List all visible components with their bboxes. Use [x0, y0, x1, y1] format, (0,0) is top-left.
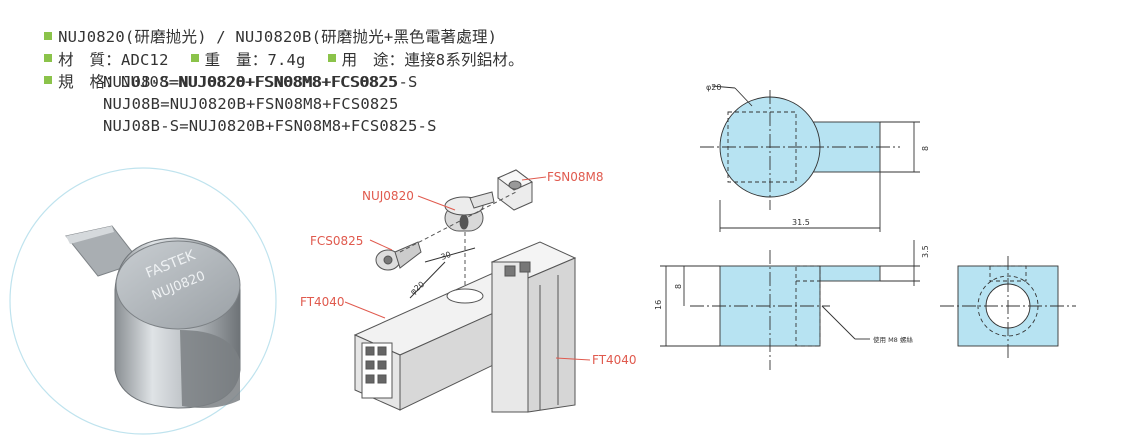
- dim-phi20: φ20: [706, 83, 721, 92]
- spec-row-sub: NUJ08B=NUJ0820B+FSN08M8+FCS0825: [6, 93, 524, 115]
- spec-row-model: NUJ0820(研磨抛光) / NUJ0820B(研磨抛光+黑色電著處理): [6, 4, 524, 46]
- dim-8-top: 8: [921, 146, 930, 151]
- bullet-square-icon: [44, 31, 53, 40]
- spec-row-sub: NUJ08B-S=NUJ0820B+FSN08M8+FCS0825-S: [6, 115, 524, 137]
- weight-label: 重 量：: [204, 50, 268, 69]
- callout-ft4040-left: FT4040: [300, 295, 345, 309]
- spec-row-material: 材 質：ADC12 重 量：7.4g 用 途：連接8系列鋁材。: [6, 26, 524, 69]
- screw-part: [375, 241, 422, 271]
- usage-label: 用 途：: [341, 50, 405, 69]
- dim-8-side: 8: [674, 284, 683, 289]
- side-view: [940, 256, 1076, 358]
- connector-cutout: [180, 330, 240, 408]
- technical-drawing: φ20 8 31.5 16 8 3.5 使用 M8 螺絲: [654, 83, 1076, 370]
- dim-phi: φ20: [409, 280, 427, 297]
- dim-16: 16: [654, 300, 663, 310]
- note-m8-screw: 使用 M8 螺絲: [873, 335, 913, 344]
- bullet-square-icon: [190, 54, 199, 63]
- bullet-square-icon: [44, 54, 53, 63]
- spec-line: NUJ08=NUJ0820+FSN08M8+FCS0825: [120, 72, 398, 91]
- dim-30: 30: [440, 250, 453, 262]
- dim-31-5: 31.5: [792, 218, 810, 227]
- callout-fcs0825: FCS0825: [310, 234, 363, 248]
- bullet-square-icon: [327, 54, 336, 63]
- spec-line: NUJ08-S=NUJ0820+FSN08M8+FCS0825-S: [103, 72, 418, 91]
- weight-value: 7.4g: [267, 50, 306, 69]
- assembly-callouts: [344, 176, 591, 361]
- dim-line: [424, 247, 476, 263]
- usage-value: 連接8系列鋁材。: [404, 50, 524, 69]
- bullet-square-icon: [44, 76, 53, 85]
- profile-vertical: [490, 241, 577, 413]
- model-line: NUJ0820(研磨抛光) / NUJ0820B(研磨抛光+黑色電著處理): [58, 28, 498, 47]
- assembly-diagram: [353, 169, 577, 413]
- connector-tongue-top: [66, 226, 114, 244]
- material-label: 材 質：: [58, 50, 121, 69]
- dim-3-5: 3.5: [921, 245, 930, 258]
- spec-line: NUJ08B=NUJ0820B+FSN08M8+FCS0825: [103, 95, 399, 114]
- guide-line: [399, 191, 517, 253]
- callout-nuj0820: NUJ0820: [362, 189, 414, 203]
- top-view: [700, 85, 920, 232]
- dim-line: [409, 261, 446, 299]
- product-photo: FASTEK NUJ0820: [9, 167, 277, 435]
- callout-ft4040-right: FT4040: [592, 353, 637, 367]
- material-value: ADC12: [120, 50, 169, 69]
- connector-top-face: [115, 240, 241, 330]
- spec-label: 規 格：: [58, 72, 121, 91]
- front-view: [660, 240, 920, 370]
- spec-row-sub: NUJ08-S=NUJ0820+FSN08M8+FCS0825-S: [6, 71, 524, 93]
- connector-part: [444, 191, 495, 232]
- spec-row-spec: 規 格：NUJ08=NUJ0820+FSN08M8+FCS0825: [6, 49, 524, 91]
- nut-part: [497, 169, 533, 211]
- spec-block: NUJ0820(研磨抛光) / NUJ0820B(研磨抛光+黑色電著處理) 材 …: [6, 4, 524, 138]
- spec-line: NUJ08B-S=NUJ0820B+FSN08M8+FCS0825-S: [103, 117, 437, 136]
- callout-fsn08m8: FSN08M8: [547, 170, 604, 184]
